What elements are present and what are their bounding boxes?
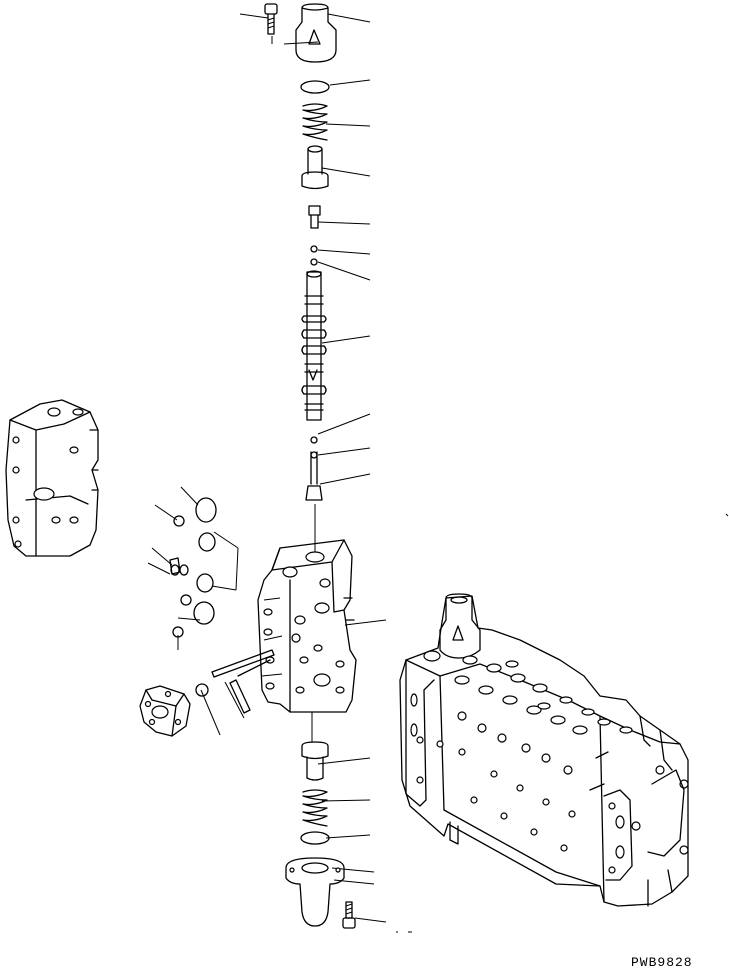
- ball: [310, 451, 318, 459]
- front-port-holes: [416, 711, 576, 852]
- ball: [310, 436, 318, 444]
- bolt-bottom: [342, 901, 356, 929]
- o-ring-bottom: [300, 831, 330, 845]
- spring-top: [302, 103, 328, 141]
- bolt-top: [264, 3, 278, 35]
- cap-top: [295, 3, 337, 63]
- spring-bottom: [302, 789, 328, 827]
- flange-block: [139, 685, 191, 737]
- spool: [301, 270, 327, 421]
- retainer-top: [301, 145, 329, 190]
- main-valve-assembly: [399, 593, 689, 907]
- leader-lines: [147, 13, 387, 923]
- ball: [310, 258, 318, 266]
- retainer-bottom: [301, 741, 329, 781]
- valve-section-body: [257, 539, 357, 713]
- left-block: [5, 399, 99, 557]
- tick-mark: [725, 513, 729, 517]
- ball: [310, 245, 318, 253]
- drawing-code-label: PWB9828: [631, 955, 693, 970]
- long-pins: [211, 649, 275, 714]
- cap-bottom: [285, 857, 345, 927]
- o-ring: [300, 80, 330, 94]
- seal-group: [169, 497, 217, 697]
- top-port-holes: [423, 650, 633, 735]
- plunger: [305, 451, 323, 501]
- pin-small: [308, 205, 321, 229]
